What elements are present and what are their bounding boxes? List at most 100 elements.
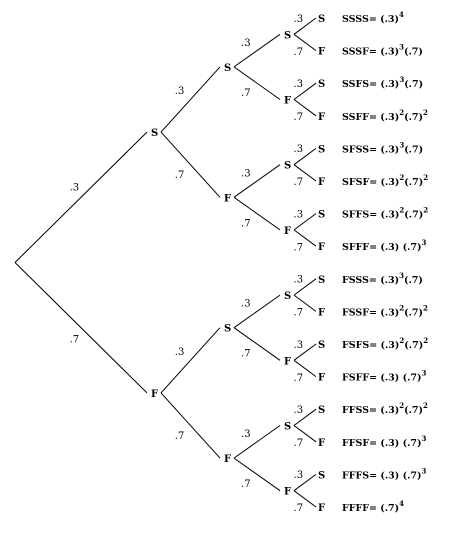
outcome-SSFS: SSFS= (.3)3(.7) <box>342 75 423 90</box>
prob-label-FFSF: .7 <box>294 438 304 449</box>
edge-FFF-to-FFFS <box>293 473 317 492</box>
node-FFF: F <box>284 487 291 498</box>
outcome-SSFF: SSFF= (.3)2(.7)2 <box>342 108 428 123</box>
edge-SFF-to-SFFF <box>293 229 317 247</box>
outcome-FSFS: FSFS= (.3)2(.7)2 <box>342 336 428 351</box>
edge-FF-to-FFS <box>233 425 281 459</box>
edge-FF-to-FFF <box>233 457 281 492</box>
edge-FSS-to-FSSF <box>293 294 317 312</box>
edge-SF-to-SFF <box>233 196 281 231</box>
outcome-SSSF: SSSF= (.3)3(.7) <box>342 43 423 58</box>
prob-label-SFFS: .3 <box>294 209 304 220</box>
edge-S-to-SF <box>160 131 221 198</box>
prob-label-FFS: .3 <box>241 429 251 440</box>
edge-F-to-FS <box>160 327 221 394</box>
prob-label-SSS: .3 <box>241 38 251 49</box>
prob-label-FF: .7 <box>175 431 185 442</box>
outcome-FFSF: FFSF= (.3) (.7)3 <box>342 434 427 449</box>
outcome-SFFS: SFFS= (.3)2(.7)2 <box>342 206 428 221</box>
outcome-FFSS: FFSS= (.3)2(.7)2 <box>342 401 428 416</box>
tree-edges <box>14 17 317 508</box>
node-SSFF: F <box>318 112 325 123</box>
prob-label-SSSS: .3 <box>294 14 304 25</box>
node-FSFF: F <box>318 373 325 384</box>
prob-label-SSFF: .7 <box>294 112 304 123</box>
prob-label-FSS: .3 <box>241 299 251 310</box>
edge-FSS-to-FSSS <box>293 278 317 296</box>
edge-SSS-to-SSSF <box>293 33 317 52</box>
prob-label-FSFF: .7 <box>294 373 304 384</box>
outcome-FSFF: FSFF= (.3) (.7)3 <box>342 369 427 384</box>
prob-label-FS: .3 <box>175 347 185 358</box>
edge-root-to-S <box>14 131 148 263</box>
node-FSSS: S <box>318 275 325 286</box>
prob-label-S: .3 <box>70 183 80 194</box>
prob-label-FSF: .7 <box>241 349 251 360</box>
edge-FFS-to-FFSF <box>293 425 317 443</box>
prob-label-F: .7 <box>70 334 80 345</box>
node-S: S <box>151 128 158 139</box>
node-FFFF: F <box>318 503 325 514</box>
edge-SSS-to-SSSS <box>293 17 317 35</box>
edge-FSF-to-FSFF <box>293 359 317 378</box>
node-FFSF: F <box>318 438 325 449</box>
prob-label-FFFS: .3 <box>294 470 304 481</box>
prob-label-FSSS: .3 <box>294 275 304 286</box>
node-SF: F <box>224 193 231 204</box>
outcome-SFFF: SFFF= (.3) (.7)3 <box>342 238 427 253</box>
prob-label-SFF: .7 <box>241 218 251 229</box>
node-SFFF: F <box>318 242 325 253</box>
prob-label-SSF: .7 <box>241 88 251 99</box>
edge-FS-to-FSF <box>233 327 281 361</box>
node-SFS: S <box>284 161 291 172</box>
edge-SFS-to-SFSS <box>293 147 317 166</box>
edge-FSF-to-FSFS <box>293 343 317 361</box>
node-SSFS: S <box>318 79 325 90</box>
node-SSSS: S <box>318 14 325 25</box>
outcome-SFSF: SFSF= (.3)2(.7)2 <box>342 173 428 188</box>
prob-label-SFSS: .3 <box>294 144 304 155</box>
edge-FFS-to-FFSS <box>293 408 317 426</box>
node-FSFS: S <box>318 340 325 351</box>
node-SFSS: S <box>318 144 325 155</box>
tree-labels: .3S.7F.3S.7F.3S.7F.3S.7F.3S.7F.3S.7F.3S.… <box>70 10 429 514</box>
node-FFSS: S <box>318 405 325 416</box>
outcome-FFFF: FFFF= (.7)4 <box>342 499 404 514</box>
prob-label-FFF: .7 <box>241 479 251 490</box>
edge-SS-to-SSS <box>233 33 281 68</box>
edge-SSF-to-SSFF <box>293 99 317 117</box>
node-FFFS: S <box>318 470 325 481</box>
prob-label-FFSS: .3 <box>294 405 304 416</box>
edge-F-to-FF <box>160 392 221 459</box>
edge-SFF-to-SFFS <box>293 213 317 231</box>
prob-label-SFS: .3 <box>241 168 251 179</box>
edge-FS-to-FSS <box>233 294 281 329</box>
prob-label-SFSF: .7 <box>294 177 304 188</box>
node-SSS: S <box>284 30 291 41</box>
prob-label-FFFF: .7 <box>294 503 304 514</box>
outcome-FFFS: FFFS= (.3) (.7)3 <box>342 466 427 481</box>
prob-label-SS: .3 <box>175 86 185 97</box>
node-FFS: S <box>284 422 291 433</box>
edge-SS-to-SSF <box>233 66 281 100</box>
node-FSS: S <box>284 291 291 302</box>
prob-label-SFFF: .7 <box>294 242 304 253</box>
node-SFF: F <box>284 226 291 237</box>
outcome-SFSS: SFSS= (.3)3(.7) <box>342 140 423 155</box>
node-SFFS: S <box>318 210 325 221</box>
node-FSSF: F <box>318 307 325 318</box>
node-SFSF: F <box>318 177 325 188</box>
outcome-FSSS: FSSS= (.3)3(.7) <box>342 271 423 286</box>
edge-root-to-F <box>14 262 148 394</box>
edge-SFS-to-SFSF <box>293 164 317 182</box>
node-SS: S <box>224 63 231 74</box>
node-FS: S <box>224 324 231 335</box>
prob-label-SF: .7 <box>175 170 185 181</box>
node-FF: F <box>224 454 231 465</box>
prob-label-SSFS: .3 <box>294 79 304 90</box>
outcome-SSSS: SSSS= (.3)4 <box>342 10 404 25</box>
node-SSSF: F <box>318 47 325 58</box>
edge-SSF-to-SSFS <box>293 82 317 100</box>
prob-label-FSFS: .3 <box>294 340 304 351</box>
